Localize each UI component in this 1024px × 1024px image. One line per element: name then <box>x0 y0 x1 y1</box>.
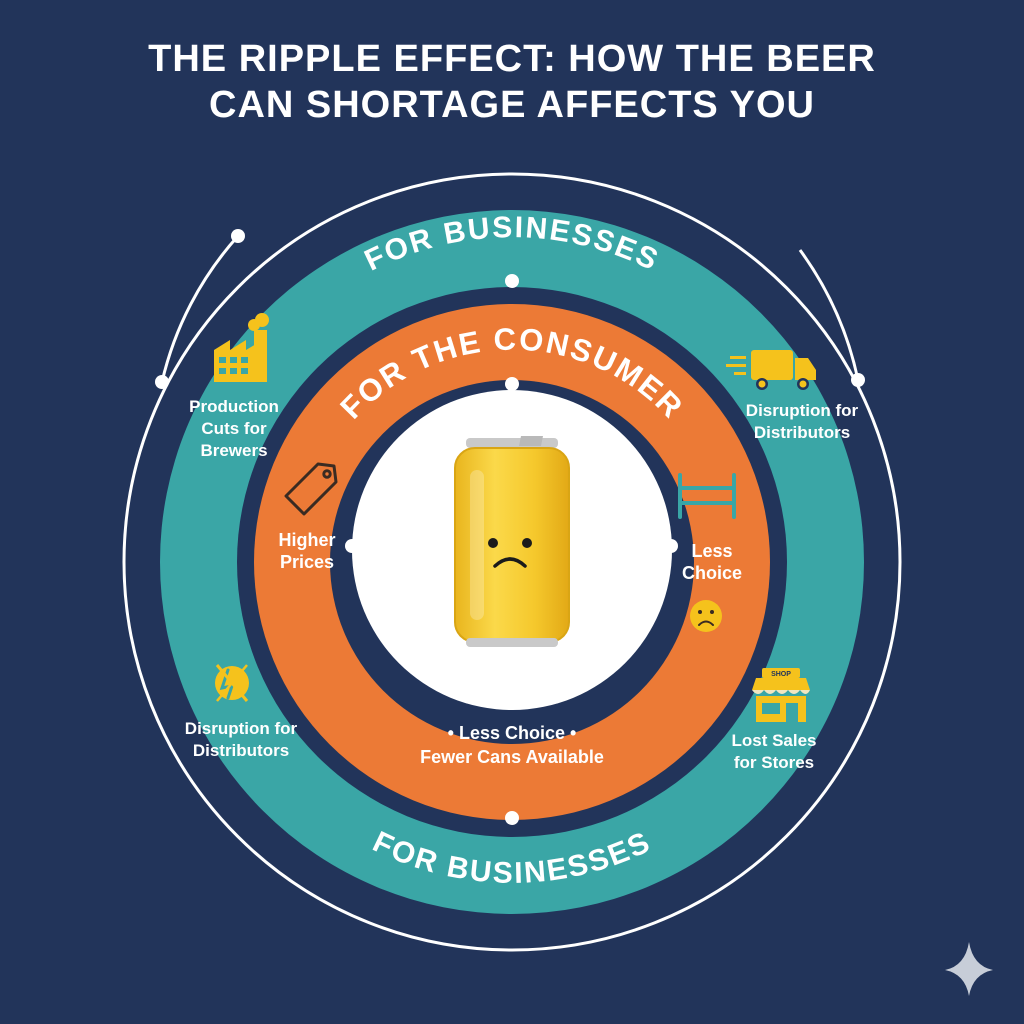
shelf-icon <box>678 473 736 519</box>
title-line-2: CAN SHORTAGE AFFECTS YOU <box>209 84 815 126</box>
outer-guide-ring <box>122 172 902 952</box>
left-accent-arc <box>160 234 240 383</box>
price-tag-icon <box>284 462 338 516</box>
page-title: THE RIPPLE EFFECT: HOW THE BEER CAN SHOR… <box>0 36 1024 128</box>
label-disruption-distributors-right: Disruption for Distributors <box>745 401 859 442</box>
ring-dot-top <box>505 274 519 288</box>
can-sad-face <box>488 538 532 568</box>
beer-can-icon <box>454 436 570 647</box>
accent-dot-left <box>231 229 245 243</box>
label-less-choice-bottom: • Less Choice • <box>447 723 577 743</box>
factory-icon <box>214 313 269 382</box>
accent-dot-right <box>851 373 865 387</box>
sad-face-icon <box>690 600 722 632</box>
label-lost-sales: Lost Sales for Stores <box>731 731 817 772</box>
accent-dot-left-lower <box>155 375 169 389</box>
label-production-cuts: Production Cuts for Brewers <box>189 397 279 460</box>
sparkle-icon <box>945 942 993 996</box>
storefront-icon <box>752 668 810 722</box>
consumer-dot-bottom <box>505 696 519 710</box>
label-higher-prices: Higher Prices <box>278 530 336 572</box>
delivery-truck-icon <box>726 350 816 390</box>
consumer-dot-right <box>664 539 678 553</box>
label-fewer-cans: Fewer Cans Available <box>420 747 604 767</box>
store-sign-text: SHOP <box>771 671 791 678</box>
consumer-dot-top <box>505 377 519 391</box>
broken-link-icon <box>215 664 249 702</box>
label-less-choice-right: Less Choice <box>681 541 742 583</box>
title-line-1: THE RIPPLE EFFECT: HOW THE BEER <box>148 38 876 80</box>
ring-dot-bottom <box>505 811 519 825</box>
consumer-dot-left <box>345 539 359 553</box>
right-accent-arc <box>798 249 860 381</box>
label-disruption-distributors-left: Disruption for Distributors <box>184 719 298 760</box>
